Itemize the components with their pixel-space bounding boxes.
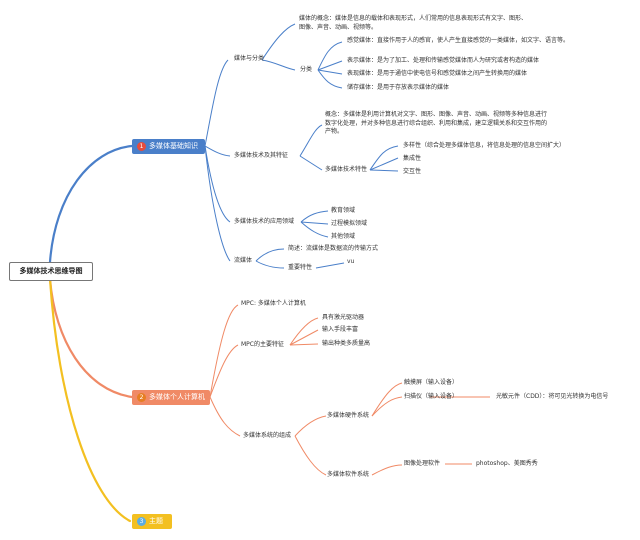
node-diversity[interactable]: 多样性（综合处理多媒体信息，将信息处理的信息空间扩大） <box>403 142 566 149</box>
node-application[interactable]: 多媒体技术的应用领域 <box>234 218 295 225</box>
node-photosensitive[interactable]: 光敏元件（CDD）：将可见光转换为电信号 <box>496 393 609 400</box>
node-mpc-feature[interactable]: MPC的主要特征 <box>241 341 284 348</box>
node-image-software[interactable]: 图像处理软件 <box>404 460 441 467</box>
node-education[interactable]: 教育领域 <box>331 207 356 214</box>
node-mpc[interactable]: MPC: 多媒体个人计算机 <box>241 300 306 307</box>
node-other-fields[interactable]: 其他领域 <box>331 233 356 240</box>
connector-branch-2 <box>48 277 134 399</box>
node-stream-desc[interactable]: 简述：流媒体是数据流的传输方式 <box>288 245 379 252</box>
node-tech-feature[interactable]: 多媒体技术及其特征 <box>234 152 289 159</box>
node-stream-vu[interactable]: vu <box>347 258 355 265</box>
node-media-class[interactable]: 媒体与分类 <box>234 55 265 62</box>
node-media-concept[interactable]: 媒体的概念：媒体是信息的载体和表现形式，人们常用的信息表现形式有文字、图形、图像… <box>299 15 528 31</box>
node-laser-drive[interactable]: 具有激光驱动器 <box>322 314 365 321</box>
node-hardware[interactable]: 多媒体硬件系统 <box>327 412 370 419</box>
node-photoshop[interactable]: photoshop、美图秀秀 <box>476 460 538 467</box>
badge-number-2-icon: 2 <box>137 393 146 402</box>
node-touchscreen[interactable]: 触摸屏（输入设备） <box>404 379 459 386</box>
node-simulation[interactable]: 过程模拟领域 <box>331 220 368 227</box>
node-stream-feature[interactable]: 重要特性 <box>288 264 313 271</box>
node-representation-media[interactable]: 表示媒体：是为了加工、处理和传输感觉媒体而人为研究或者构造的媒体 <box>347 57 540 64</box>
node-tech-characteristics[interactable]: 多媒体技术特性 <box>325 166 368 173</box>
root-node[interactable]: 多媒体技术思维导图 <box>9 262 93 281</box>
node-output-quality[interactable]: 输出种类多质量高 <box>322 340 371 347</box>
badge-number-1-icon: 1 <box>137 142 146 151</box>
node-input-rich[interactable]: 输入手段丰富 <box>322 326 359 333</box>
node-stream-media[interactable]: 流媒体 <box>234 257 253 264</box>
node-interactivity[interactable]: 交互性 <box>403 168 422 175</box>
branch-label-3: 主题 <box>149 517 163 525</box>
node-integration[interactable]: 集成性 <box>403 155 422 162</box>
node-classify[interactable]: 分类 <box>300 66 313 73</box>
branch-label-1: 多媒体基础知识 <box>149 142 198 150</box>
node-system[interactable]: 多媒体系统的组成 <box>243 432 292 439</box>
connector-branch-3 <box>48 277 132 523</box>
badge-number-3-icon: 3 <box>137 517 146 526</box>
node-software[interactable]: 多媒体软件系统 <box>327 471 370 478</box>
node-tech-concept[interactable]: 概念：多媒体是利用计算机对文字、图形、图像、声音、动画、视频等多种信息进行数字化… <box>325 111 548 135</box>
connector-branch-1 <box>48 144 134 264</box>
node-presentation-media[interactable]: 表现媒体：是用于通信中使电信号和感觉媒体之间产生转换用的媒体 <box>347 70 528 77</box>
branch-label-2: 多媒体个人计算机 <box>149 393 205 401</box>
node-sense-media[interactable]: 感觉媒体：直接作用于人的感官，使人产生直接感觉的一类媒体，如文字、语言等。 <box>347 37 570 44</box>
node-storage-media[interactable]: 储存媒体：是用于存放表示媒体的媒体 <box>347 84 450 91</box>
node-scanner[interactable]: 扫描仪（输入设备） <box>404 393 459 400</box>
